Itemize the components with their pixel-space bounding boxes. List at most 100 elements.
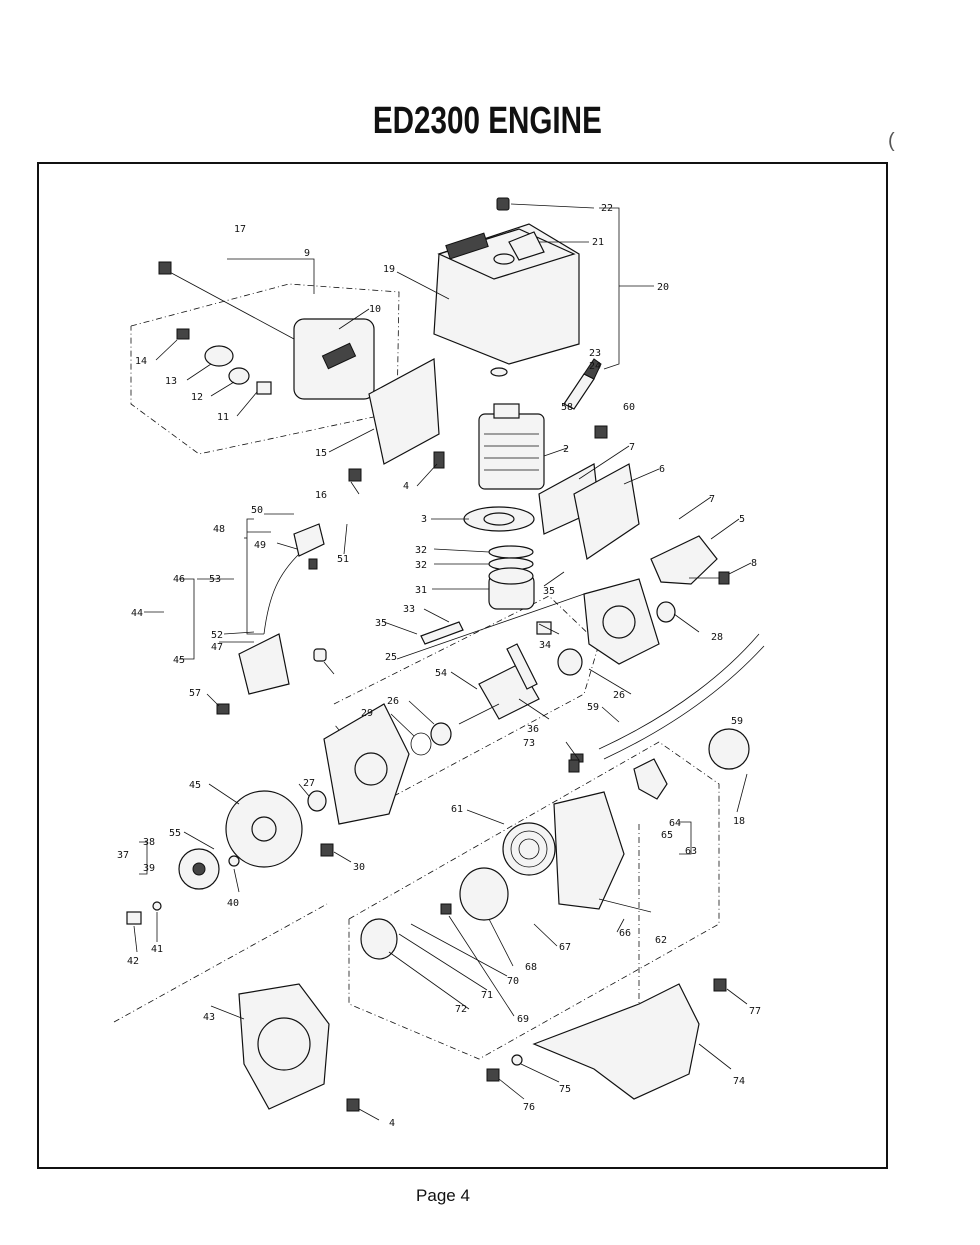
plug-boot-part xyxy=(594,425,608,439)
connecting-rod-part xyxy=(506,643,538,690)
cover-grommet-part xyxy=(490,367,508,377)
callout-76: 76 xyxy=(523,1102,535,1113)
bracket-bolt-76-part xyxy=(486,1068,500,1082)
callout-50: 50 xyxy=(251,505,263,516)
callout-49: 49 xyxy=(254,540,266,551)
bracket-washer-part xyxy=(511,1054,523,1066)
screw-4-part xyxy=(433,451,445,469)
flywheel-part xyxy=(225,790,303,868)
callout-32b: 32 xyxy=(415,560,427,571)
callout-34: 34 xyxy=(539,640,551,651)
callout-35a: 35 xyxy=(543,586,555,597)
piston-part xyxy=(488,567,535,610)
callout-53: 53 xyxy=(209,574,221,585)
callout-54: 54 xyxy=(435,668,447,679)
page-number: Page 4 xyxy=(416,1186,470,1205)
callout-44: 44 xyxy=(131,608,143,619)
muffler-part xyxy=(293,318,375,400)
cover-knob-part xyxy=(496,197,510,211)
exploded-diagram-frame: 22 21 20 19 23 24 17 9 10 14 13 12 11 15… xyxy=(37,162,888,1169)
starter-handle-part xyxy=(633,758,668,800)
callout-47: 47 xyxy=(211,642,223,653)
callout-24: 24 xyxy=(589,361,601,372)
pawl-part xyxy=(360,918,398,960)
callout-10: 10 xyxy=(369,304,381,315)
snap-ring-part xyxy=(410,732,432,756)
callout-22: 22 xyxy=(601,203,613,214)
mount-bracket-part xyxy=(532,983,700,1100)
callout-6: 6 xyxy=(659,464,665,475)
callout-36: 36 xyxy=(527,724,539,735)
callout-21: 21 xyxy=(592,237,604,248)
bracket-bolt-77-part xyxy=(713,978,727,992)
page-title: ED2300 ENGINE xyxy=(372,100,602,142)
muffler-bolt-part xyxy=(158,261,295,340)
callout-32a: 32 xyxy=(415,545,427,556)
margin-mark: ( xyxy=(888,130,895,152)
clutch-bolt-part xyxy=(126,901,162,925)
callout-28: 28 xyxy=(711,632,723,643)
callout-7a: 7 xyxy=(629,442,635,453)
callout-42: 42 xyxy=(127,956,139,967)
seal-27-part xyxy=(307,790,327,812)
callout-65: 65 xyxy=(661,830,673,841)
fan-housing-part xyxy=(238,983,330,1110)
piston-pin-part xyxy=(420,621,464,645)
callout-46: 46 xyxy=(173,574,185,585)
cylinder-part xyxy=(478,403,545,490)
callout-14: 14 xyxy=(135,356,147,367)
recoil-spring-part xyxy=(502,822,556,876)
callout-12: 12 xyxy=(191,392,203,403)
callout-7b: 7 xyxy=(709,494,715,505)
heat-guard-part xyxy=(368,358,440,465)
callout-71: 71 xyxy=(481,990,493,1001)
starter-screw-part xyxy=(440,903,452,915)
callout-67: 67 xyxy=(559,942,571,953)
callout-26b: 26 xyxy=(387,696,399,707)
callout-48: 48 xyxy=(213,524,225,535)
callout-68: 68 xyxy=(525,962,537,973)
guard-screw-part xyxy=(348,468,362,482)
callout-59b: 59 xyxy=(731,716,743,727)
callout-17: 17 xyxy=(234,224,246,235)
fan-housing-guide xyxy=(113,903,328,1023)
callout-2: 2 xyxy=(563,444,569,455)
piston-rings-part xyxy=(488,545,534,571)
crankshaft-group-outline xyxy=(333,595,600,797)
callout-4: 4 xyxy=(403,481,409,492)
heat-shield-part xyxy=(573,463,640,561)
callout-33: 33 xyxy=(403,604,415,615)
callout-57: 57 xyxy=(189,688,201,699)
callout-77: 77 xyxy=(749,1006,761,1017)
callout-75: 75 xyxy=(559,1084,571,1095)
cylinder-gasket-part xyxy=(463,506,535,532)
callout-64: 64 xyxy=(669,818,681,829)
callout-61: 61 xyxy=(451,804,463,815)
needle-bearing-part xyxy=(536,621,552,635)
callout-40: 40 xyxy=(227,898,239,909)
callout-25: 25 xyxy=(385,652,397,663)
muffler-screw-part xyxy=(176,328,190,340)
decal-18-part xyxy=(708,728,750,770)
callout-31: 31 xyxy=(415,585,427,596)
callout-66: 66 xyxy=(619,928,631,939)
callout-11: 11 xyxy=(217,412,229,423)
callout-38: 38 xyxy=(143,837,155,848)
callout-45a: 45 xyxy=(173,655,185,666)
bolt-8-part xyxy=(689,571,730,585)
spark-plug-part xyxy=(563,358,602,410)
callout-27: 27 xyxy=(303,778,315,789)
insulator-part xyxy=(650,535,718,585)
muffler-gasket-part xyxy=(228,367,250,385)
callout-8: 8 xyxy=(751,558,757,569)
callout-37: 37 xyxy=(117,850,129,861)
starter-housing-part xyxy=(553,791,625,910)
crankcase-right-part xyxy=(583,578,660,665)
callout-74: 74 xyxy=(733,1076,745,1087)
callout-26a: 26 xyxy=(613,690,625,701)
starter-pulley-part xyxy=(459,867,509,921)
coil-screw-part xyxy=(216,703,230,715)
recoil-starter-group-outline xyxy=(348,741,720,1060)
callout-43: 43 xyxy=(203,1012,215,1023)
callout-70: 70 xyxy=(507,976,519,987)
